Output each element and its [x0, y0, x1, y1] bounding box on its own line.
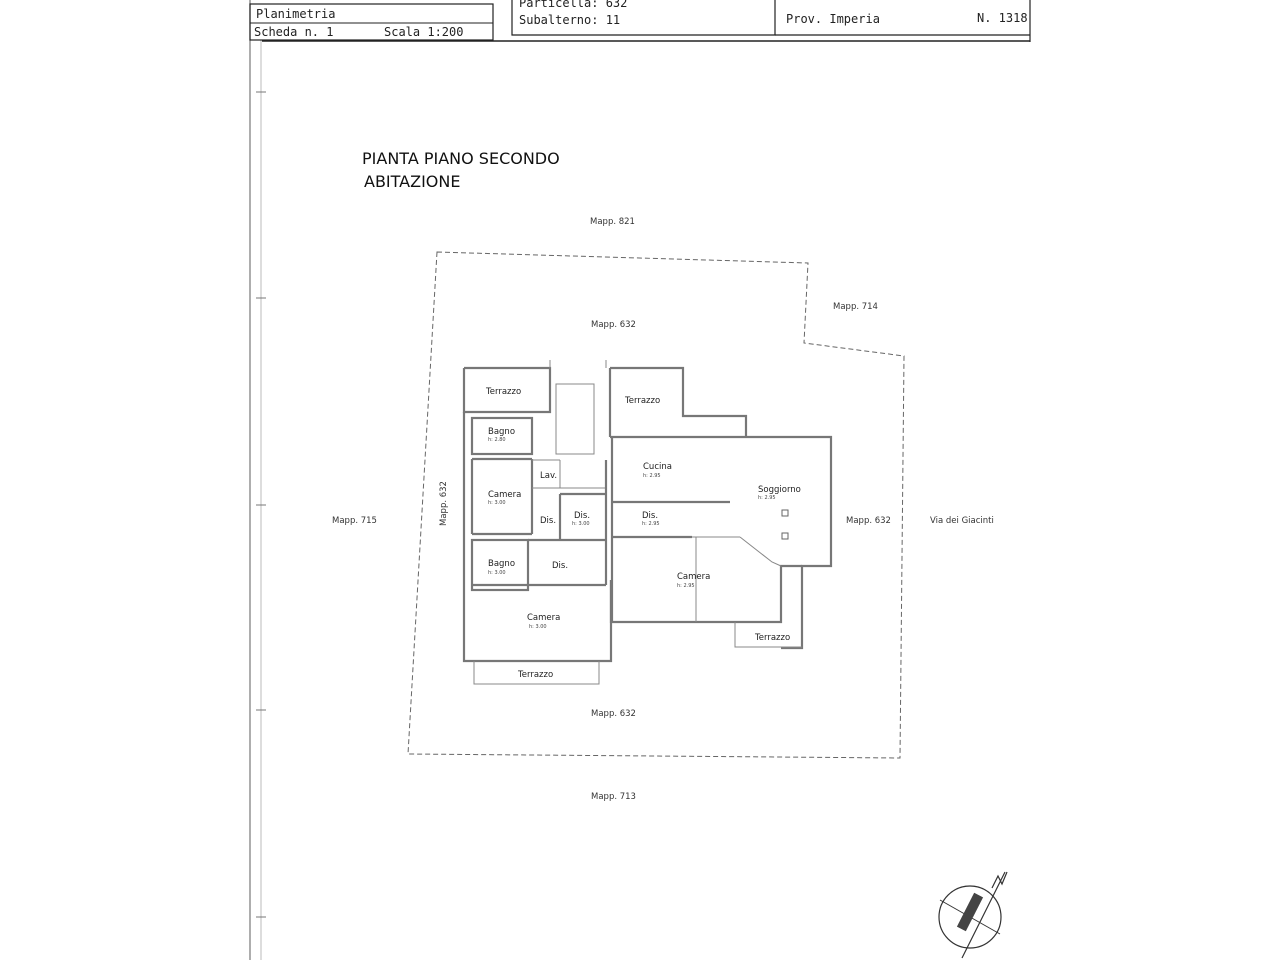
plan-subtitle: ABITAZIONE [364, 172, 460, 191]
room-terrazzo-s: Terrazzo [517, 670, 553, 680]
header-box-middle [511, 0, 776, 36]
scale-label: Scala 1:200 [384, 25, 463, 39]
parcel-label-inner-west: Mapp. 632 [439, 481, 449, 526]
room-bagno-2: Bagno [488, 559, 515, 569]
room-terrazzo-n: Terrazzo [624, 396, 660, 406]
room-terrazzo-nw: Terrazzo [485, 387, 521, 397]
room-dis-3: Dis. [552, 561, 568, 571]
parcel-label-inner-top: Mapp. 632 [591, 320, 636, 330]
room-soggiorno: Soggiorno [758, 485, 801, 495]
street-label: Via dei Giacinti [930, 516, 994, 526]
compass-north-arrow-icon [938, 871, 1008, 959]
room-soggiorno-height: h: 2.95 [758, 495, 776, 501]
room-dis-2-height: h: 3.00 [572, 521, 590, 527]
room-camera-1: Camera [488, 490, 521, 500]
parcel-label-northeast: Mapp. 714 [833, 302, 878, 312]
left-margin-rule [249, 0, 266, 960]
room-camera-3-height: h: 2.95 [677, 583, 695, 589]
room-bagno-1: Bagno [488, 427, 515, 437]
room-bagno-1-height: h: 2.80 [488, 437, 506, 443]
room-bagno-2-height: h: 3.00 [488, 570, 506, 576]
parcel-label-north: Mapp. 821 [590, 217, 635, 227]
province-label: Prov. Imperia [786, 12, 880, 26]
building-walls [462, 360, 833, 685]
header-box-right [262, 0, 1031, 42]
room-lav: Lav. [540, 471, 557, 481]
document-number: N. 1318 [977, 11, 1028, 25]
room-cucina: Cucina [643, 462, 672, 472]
plan-title: PIANTA PIANO SECONDO [362, 149, 560, 168]
room-camera-2: Camera [527, 613, 560, 623]
sheet-number: Scheda n. 1 [254, 25, 333, 39]
room-dis-1: Dis. [540, 516, 556, 526]
header-box-left [249, 3, 494, 41]
room-dis-4-height: h: 2.95 [642, 521, 660, 527]
pillar-1 [781, 509, 789, 517]
room-dis-4: Dis. [642, 511, 658, 521]
room-dis-2: Dis. [574, 511, 590, 521]
parcel-label-south: Mapp. 713 [591, 792, 636, 802]
pillar-2 [781, 532, 789, 540]
room-camera-2-height: h: 3.00 [529, 624, 547, 630]
room-camera-3: Camera [677, 572, 710, 582]
particella-label: Particella: 632 [519, 0, 627, 10]
room-terrazzo-se: Terrazzo [754, 633, 790, 643]
doc-type-label: Planimetria [256, 7, 335, 21]
room-camera-1-height: h: 3.00 [488, 500, 506, 506]
parcel-label-inner-bottom: Mapp. 632 [591, 709, 636, 719]
subalterno-label: Subalterno: 11 [519, 13, 620, 27]
room-cucina-height: h: 2.95 [643, 473, 661, 479]
parcel-label-inner-east: Mapp. 632 [846, 516, 891, 526]
parcel-label-west: Mapp. 715 [332, 516, 377, 526]
lot-boundary [407, 251, 905, 759]
